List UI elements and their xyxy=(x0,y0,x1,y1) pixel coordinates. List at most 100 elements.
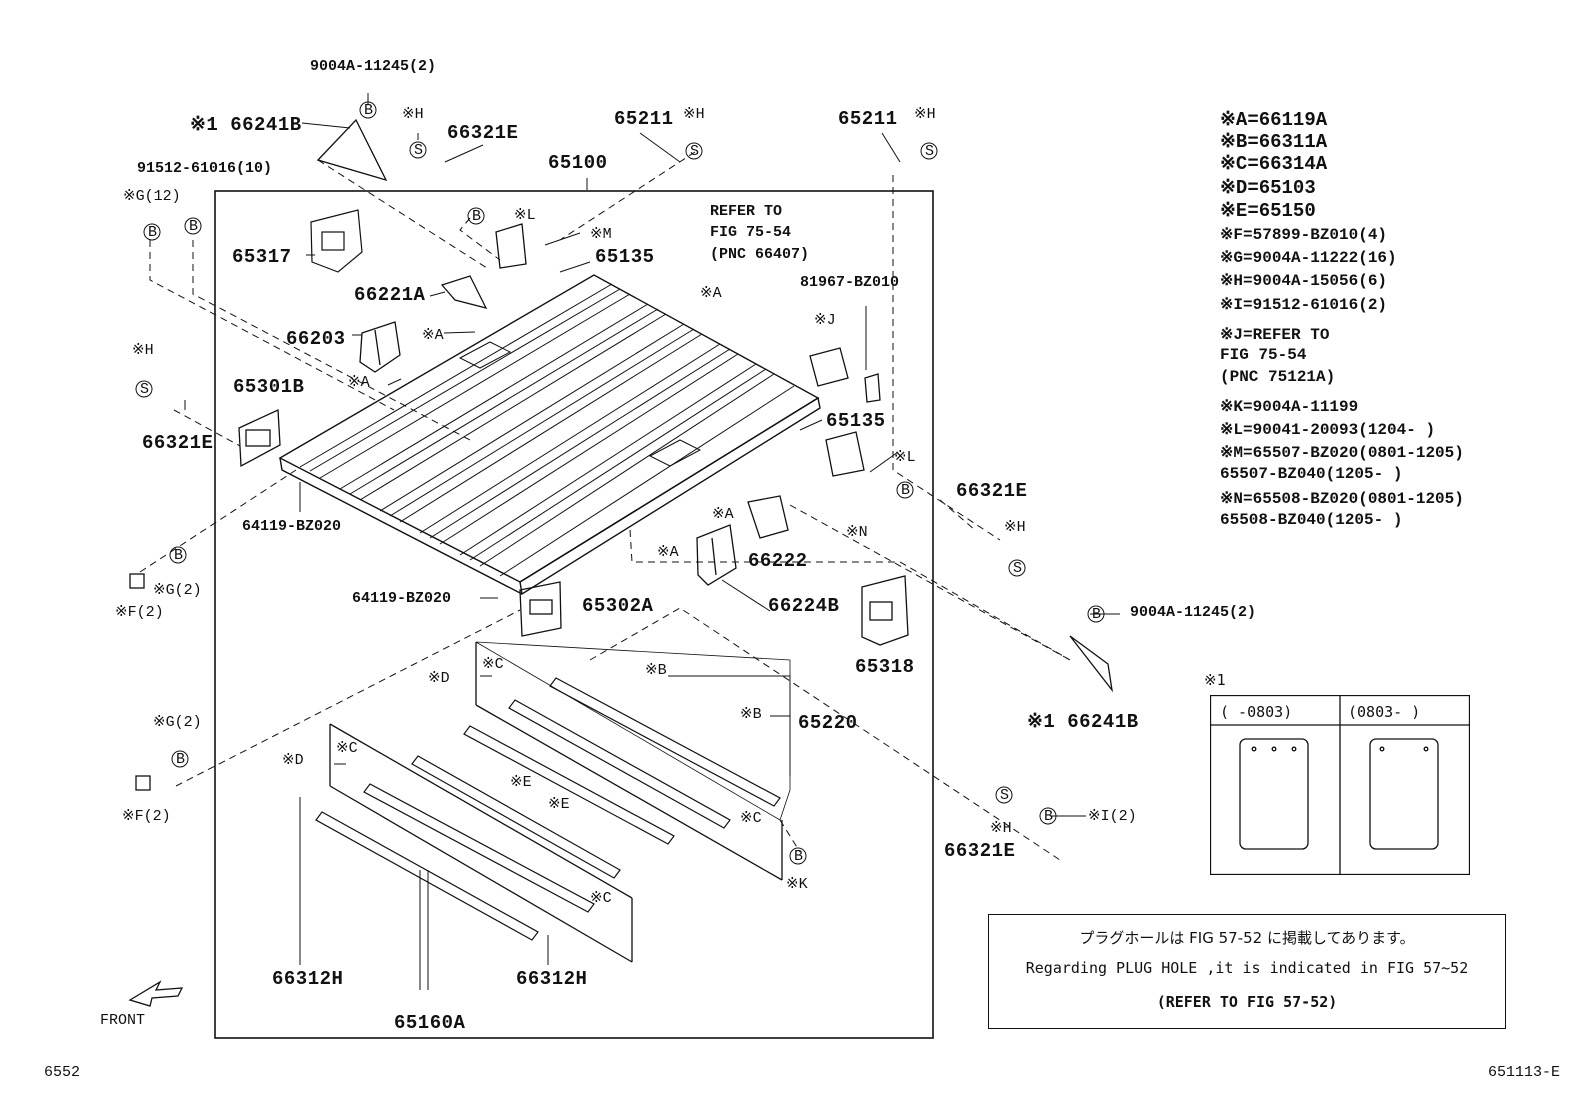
crossmember-box-lower xyxy=(329,723,633,963)
callout-f2-a: ※F(2) xyxy=(115,604,164,621)
bolt-b-symbol: B xyxy=(364,102,374,119)
callout-66321e-left: 66321E xyxy=(142,432,214,454)
part-66221a xyxy=(440,275,488,309)
callout-d-2: ※D xyxy=(282,752,304,769)
callout-c-1: ※C xyxy=(482,656,504,673)
callout-65220: 65220 xyxy=(798,712,858,734)
bolt-symbols xyxy=(135,101,1105,865)
callout-l: ※L xyxy=(514,207,536,224)
bolt-b-symbol: B xyxy=(148,224,158,241)
part-81967 xyxy=(864,373,881,403)
callout-66224b: 66224B xyxy=(768,595,840,617)
callout-b-1: ※B xyxy=(645,662,667,679)
inset-col1-header: ( -0803) xyxy=(1220,703,1293,721)
bolt-s-symbol: S xyxy=(925,143,935,160)
callout-e-2: ※E xyxy=(548,796,570,813)
part-65318 xyxy=(861,575,909,646)
legend-item: 65508-BZ040(1205- ) xyxy=(1220,511,1403,529)
callout-h-4: ※H xyxy=(132,342,154,359)
callout-c-3: ※C xyxy=(740,810,762,827)
part-65317 xyxy=(310,209,363,273)
callout-66221a: 66221A xyxy=(354,284,426,306)
callout-c-2: ※C xyxy=(336,740,358,757)
legend-item: ※A=66119A xyxy=(1220,109,1328,131)
legend-item: ※L=90041-20093(1204- ) xyxy=(1220,421,1436,439)
part-66203 xyxy=(359,321,401,373)
callout-66312h-b: 66312H xyxy=(516,968,588,990)
callout-9004a-right: 9004A-11245(2) xyxy=(1130,604,1257,621)
bolt-b-symbol: B xyxy=(1092,606,1102,623)
inset-table xyxy=(1209,694,1471,876)
bolt-b-symbol: B xyxy=(189,218,199,235)
crossmember-box-upper xyxy=(475,641,791,881)
note-jp: プラグホールは FIG 57-52 に掲載してあります。 xyxy=(1079,929,1415,947)
bolt-b-symbol: B xyxy=(1044,808,1054,825)
mudflap-inset: ※1 ( -0803) (0803- ) xyxy=(1204,671,1471,876)
callout-d-1: ※D xyxy=(428,670,450,687)
callout-66203: 66203 xyxy=(286,328,346,350)
callout-66321e-top: 66321E xyxy=(447,122,519,144)
plug-left-b xyxy=(135,775,151,791)
callout-65135-a: 65135 xyxy=(595,246,655,268)
callout-a-4: ※A xyxy=(712,506,734,523)
legend-item: ※H=9004A-15056(6) xyxy=(1220,272,1388,290)
callout-h-5: ※H xyxy=(1004,519,1026,536)
callout-66321e-right: 66321E xyxy=(956,480,1028,502)
callout-65301b: 65301B xyxy=(233,376,305,398)
callout-fig: FIG 75-54 xyxy=(710,224,792,241)
callout-66241b-right: ※1 66241B xyxy=(1027,711,1139,733)
callout-g2-a: ※G(2) xyxy=(153,582,202,599)
callout-65211-b: 65211 xyxy=(838,108,898,130)
callout-64119-a: 64119-BZ020 xyxy=(242,518,342,535)
plug-hole-note: プラグホールは FIG 57-52 に掲載してあります。 Regarding P… xyxy=(988,914,1506,1029)
callout-g2-b: ※G(2) xyxy=(153,714,202,731)
front-label: FRONT xyxy=(100,1012,146,1029)
legend-item: ※D=65103 xyxy=(1220,177,1316,199)
bolt-b-symbol: B xyxy=(174,547,184,564)
callout-65135-b: 65135 xyxy=(826,410,886,432)
bolt-s-symbol: S xyxy=(690,143,700,160)
bolt-s-symbol: S xyxy=(1013,560,1023,577)
callout-a-3: ※A xyxy=(348,374,370,391)
callout-66312h-a: 66312H xyxy=(272,968,344,990)
note-ref: (REFER TO FIG 57-52) xyxy=(1156,993,1338,1011)
callout-65317: 65317 xyxy=(232,246,292,268)
callout-k: ※K xyxy=(786,876,808,893)
inset-caption: ※1 xyxy=(1204,671,1226,689)
legend-item: ※E=65150 xyxy=(1220,200,1316,222)
callout-h-3: ※H xyxy=(914,106,936,123)
legend-item: FIG 75-54 xyxy=(1220,346,1307,364)
legend-item: ※M=65507-BZ020(0801-1205) xyxy=(1220,444,1464,462)
callout-a-1: ※A xyxy=(700,285,722,302)
callout-9004a-top: 9004A-11245(2) xyxy=(310,58,437,75)
callout-65302a: 65302A xyxy=(582,595,654,617)
part-j-bracket xyxy=(809,347,849,387)
callout-j: ※J xyxy=(814,312,836,329)
callout-refer: REFER TO xyxy=(710,203,783,220)
callout-b-2: ※B xyxy=(740,706,762,723)
legend-item: ※N=65508-BZ020(0801-1205) xyxy=(1220,490,1464,508)
plug-left-a xyxy=(129,573,145,589)
legend-item: ※B=66311A xyxy=(1220,131,1328,153)
callout-h-6: ※H xyxy=(990,820,1012,837)
dashed-leaders xyxy=(139,151,1071,861)
part-n-bracket xyxy=(825,431,865,477)
part-65301b xyxy=(238,409,281,468)
mudflap-old xyxy=(1239,738,1309,850)
callout-64119-b: 64119-BZ020 xyxy=(352,590,452,607)
bolt-b-symbol: B xyxy=(472,208,482,225)
figure-ref: 651113-E xyxy=(1488,1064,1561,1081)
callout-f2-b: ※F(2) xyxy=(122,808,171,825)
legend-item: (PNC 75121A) xyxy=(1220,368,1336,386)
mudflap-right xyxy=(1069,635,1114,693)
callout-66241b-top: ※1 66241B xyxy=(190,114,302,136)
note-en: Regarding PLUG HOLE ,it is indicated in … xyxy=(1025,959,1469,977)
inset-col2-header: (0803- ) xyxy=(1348,703,1421,721)
bolt-b-symbol: B xyxy=(176,751,186,768)
callout-pnc: (PNC 66407) xyxy=(710,246,810,263)
callout-m: ※M xyxy=(590,226,612,243)
main-frame xyxy=(214,190,934,1039)
callout-65318: 65318 xyxy=(855,656,915,678)
bolt-b-symbol: B xyxy=(901,482,911,499)
